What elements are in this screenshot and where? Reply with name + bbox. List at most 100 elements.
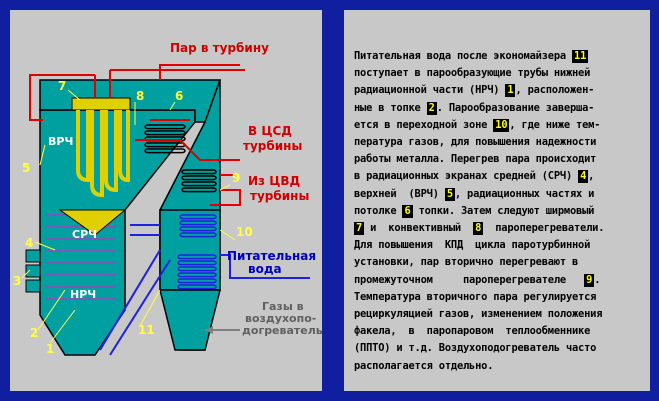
callout-5: 5 <box>22 161 30 175</box>
coil-loop <box>144 124 186 130</box>
description-text-segment: , радиационных частях и <box>454 187 595 200</box>
description-text-segment: Температура вторичного пара регулируется <box>354 290 597 303</box>
description-text-segment: ные в топке <box>354 101 427 114</box>
label-from-cvd-1: Из ЦВД <box>248 174 300 188</box>
description-text-segment: топки. Затем следуют ширмовый <box>412 204 595 217</box>
coil-loop <box>179 214 217 220</box>
screen-superheater-header <box>71 97 131 111</box>
description-line: (ППТО) и т.д. Воздухоподогреватель часто <box>354 340 644 357</box>
element-number-badge: 11 <box>572 50 589 63</box>
description-text-segment: работы металла. Перегрев пара происходит <box>354 153 597 166</box>
description-text-segment: (ППТО) и т.д. Воздухоподогреватель часто <box>354 342 597 355</box>
description-line: в радиационных экранах средней (СРЧ) 4, <box>354 168 644 185</box>
reheater-9 <box>181 169 217 193</box>
callout-8: 8 <box>136 89 144 103</box>
description-text-segment: Питательная вода после экономайзера <box>354 50 573 62</box>
description-line: рециркуляцией газов, изменением положени… <box>354 306 644 323</box>
description-line: работы металла. Перегрев пара происходит <box>354 151 644 168</box>
coil-loop <box>181 175 217 181</box>
zone-label-vrch: ВРЧ <box>48 135 73 148</box>
description-text-segment: Для повышения КПД цикла паротурбинной <box>354 239 591 252</box>
description-text-segment: располагается отдельно. <box>354 359 494 372</box>
element-number-badge: 9 <box>584 273 595 287</box>
description-line: ется в переходной зоне 10, где ниже тем- <box>354 117 644 134</box>
screen-superheater-7 <box>76 110 130 198</box>
description-line: радиационной части (НРЧ) 1, расположен- <box>354 82 644 99</box>
description-line: установки, пар вторично перегревают в <box>354 254 644 271</box>
description-text-segment: радиационной части (НРЧ) <box>354 84 506 97</box>
description-text-segment: установки, пар вторично перегревают в <box>354 256 579 269</box>
description-text-segment: факела, в паропаровом теплообменнике <box>354 325 591 338</box>
description-text-segment: и конвективный <box>364 222 474 235</box>
transition-zone-10 <box>179 214 217 238</box>
label-gases-3: догреватель <box>242 324 322 337</box>
coil-loop <box>181 187 217 193</box>
callout-1: 1 <box>46 342 54 356</box>
callout-6: 6 <box>175 89 183 103</box>
description-line: Температура вторичного пара регулируется <box>354 289 644 306</box>
description-text-segment: , расположен- <box>515 84 595 97</box>
callout-4: 4 <box>25 236 33 250</box>
description-line: факела, в паропаровом теплообменнике <box>354 323 644 340</box>
flame-region <box>45 214 115 300</box>
element-number-badge: 8 <box>473 222 484 236</box>
label-from-cvd-2: турбины <box>250 189 309 203</box>
element-number-badge: 10 <box>493 118 510 132</box>
description-line: Питательная вода после экономайзера 11 <box>354 48 644 65</box>
description-line: ные в топке 2. Парообразование заверша- <box>354 100 644 117</box>
label-steam-to-turbine: Пар в турбину <box>170 41 269 55</box>
description-text-segment: рециркуляцией газов, изменением положени… <box>354 308 603 321</box>
coil-loop <box>177 278 217 284</box>
callout-2: 2 <box>30 326 38 340</box>
element-number-badge: 4 <box>578 170 589 184</box>
description-line: верхней (ВРЧ) 5, радиационных частях и <box>354 186 644 203</box>
label-feed-water-2: вода <box>248 262 282 276</box>
description-text-segment: потолке <box>354 204 403 217</box>
description-text-segment: пароперегреватели. <box>483 222 605 235</box>
downdraft-shaft <box>159 209 221 291</box>
coil-loop <box>181 181 217 187</box>
coil-loop <box>144 148 186 154</box>
description-text-segment: ется в переходной зоне <box>354 118 494 131</box>
element-number-badge: 1 <box>505 84 516 98</box>
description-line: 7 и конвективный 8 пароперегреватели. <box>354 220 644 237</box>
steam-pipes <box>29 64 245 206</box>
description-text-segment: , где ниже тем- <box>509 118 601 131</box>
element-number-badge: 6 <box>402 204 413 218</box>
description-text-segment: . <box>594 273 601 286</box>
callout-7: 7 <box>58 79 66 93</box>
label-feed-water-1: Питательная <box>227 249 316 263</box>
description-line: потолке 6 топки. Затем следуют ширмовый <box>354 203 644 220</box>
callout-11: 11 <box>138 323 155 337</box>
zone-label-nrch: НРЧ <box>70 288 96 301</box>
label-to-csd-1: В ЦСД <box>248 124 292 138</box>
burners-3 <box>25 249 41 293</box>
description-text-segment: поступает в парообразующие трубы нижней <box>354 67 591 80</box>
description-line: поступает в парообразующие трубы нижней <box>354 65 644 82</box>
description-text-segment: верхней (ВРЧ) <box>354 187 445 200</box>
callout-10: 10 <box>236 225 253 239</box>
coil-loop <box>144 130 186 136</box>
element-number-badge: 2 <box>426 101 437 115</box>
coil-loop <box>177 284 217 290</box>
coil-loop <box>179 226 217 232</box>
coil-loop <box>179 220 217 226</box>
description-text-segment: . Парообразование заверша- <box>436 101 595 114</box>
coil-loop <box>177 254 217 260</box>
description-text-segment: промежуточном пароперегревателе <box>354 273 585 286</box>
leader-lines <box>21 89 236 344</box>
coil-loop <box>177 266 217 272</box>
economizer-11 <box>177 254 217 290</box>
description-line: располагается отдельно. <box>354 358 644 375</box>
coil-loop <box>181 169 217 175</box>
diagram-panel: ВРЧ СРЧ НРЧ Пар в турбину В ЦСД турбины … <box>10 10 323 391</box>
description-text-segment: , <box>588 170 595 183</box>
coil-loop <box>177 260 217 266</box>
label-to-csd-2: турбины <box>243 139 302 153</box>
description-panel: Питательная вода после экономайзера 11 по… <box>344 10 650 391</box>
coil-loop <box>177 272 217 278</box>
boiler-diagram: ВРЧ СРЧ НРЧ Пар в турбину В ЦСД турбины … <box>13 41 323 356</box>
element-number-badge: 5 <box>444 187 455 201</box>
zone-label-srch: СРЧ <box>72 228 97 241</box>
coil-loop <box>179 232 217 238</box>
